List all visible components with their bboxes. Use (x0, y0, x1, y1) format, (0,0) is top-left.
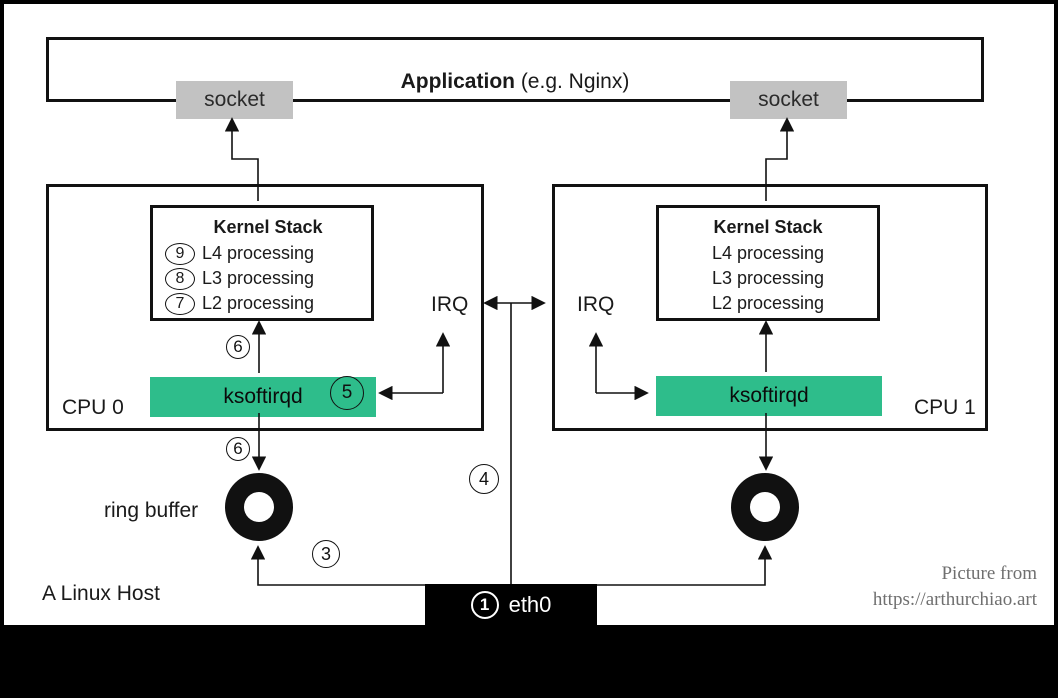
cpu0-irq-label: IRQ (431, 293, 469, 316)
host-label: A Linux Host (42, 582, 160, 605)
cpu1-layer-l4-label: L4 processing (711, 243, 825, 263)
step-badge-4: 4 (469, 464, 499, 494)
cpu1-layer-l3: L3 processing (712, 266, 824, 291)
cpu0-layer-l3: 8 L3 processing (165, 266, 314, 291)
attribution-line1: Picture from (941, 563, 1037, 584)
cpu1-layer-l3-label: L3 processing (711, 268, 825, 288)
cpu1-layer-l2: L2 processing (712, 291, 824, 316)
step-badge-6-lower: 6 (226, 437, 250, 461)
cpu1-label: CPU 1 (914, 396, 976, 419)
step-badge-7: 7 (165, 292, 195, 315)
cpu1-ksoftirqd-bar: ksoftirqd (656, 376, 882, 416)
cpu0-label: CPU 0 (62, 396, 124, 419)
socket-right: socket (730, 81, 847, 119)
attribution-line2: https://arthurchiao.art (872, 589, 1037, 610)
cpu0-kernel-stack-title: Kernel Stack (213, 217, 323, 237)
application-subtitle: (e.g. Nginx) (514, 69, 630, 93)
step-badge-8: 8 (165, 267, 195, 290)
cpu0-layer-l3-label: L3 processing (202, 268, 315, 288)
eth0-nic-box: 1 eth0 (425, 584, 597, 625)
attribution: Picture from https://arthurchiao.art (873, 561, 1037, 613)
cpu0-kernel-stack: Kernel Stack 9 L4 processing 8 L3 proces… (150, 205, 374, 321)
socket-left: socket (176, 81, 293, 119)
cpu1-layer-l4: L4 processing (712, 241, 824, 266)
eth0-label: eth0 (508, 591, 552, 617)
step-badge-1: 1 (470, 590, 499, 619)
cpu0-layer-l2: 7 L2 processing (165, 291, 314, 316)
cpu1-kernel-stack-title: Kernel Stack (713, 217, 823, 237)
cpu0-layer-l4-label: L4 processing (202, 243, 315, 263)
cpu1-kernel-stack: Kernel Stack L4 processing L3 processing… (656, 205, 880, 321)
cpu1-layer-l2-label: L2 processing (711, 293, 825, 313)
application-title: Application (e.g. Nginx) (401, 70, 630, 94)
cpu0-layer-l4: 9 L4 processing (165, 241, 314, 266)
diagram-canvas: Application (e.g. Nginx) socket socket K… (4, 4, 1054, 625)
ring-buffer-label: ring buffer (104, 499, 199, 522)
step-badge-9: 9 (165, 242, 195, 265)
cpu1-irq-label: IRQ (577, 293, 615, 316)
step-badge-5: 5 (330, 376, 364, 410)
step-badge-3: 3 (312, 540, 340, 568)
step-badge-6-upper: 6 (226, 335, 250, 359)
cpu0-layer-l2-label: L2 processing (202, 293, 315, 313)
application-title-bold: Application (400, 69, 515, 93)
